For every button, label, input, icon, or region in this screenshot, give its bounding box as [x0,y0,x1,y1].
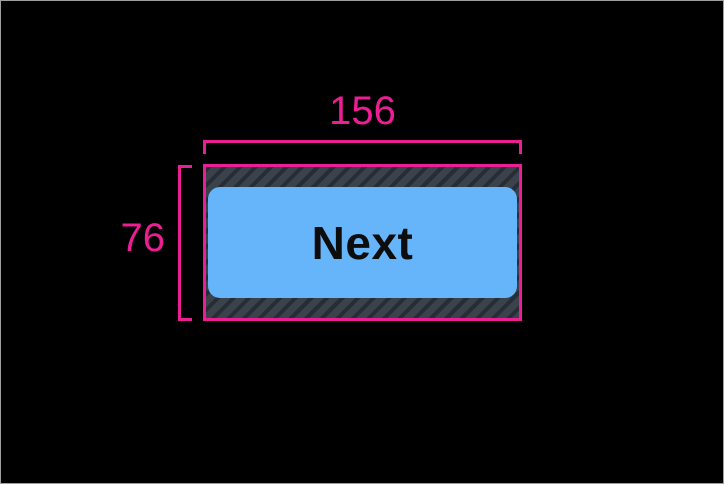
width-measurement-bracket [203,140,522,154]
height-measurement-bracket [178,165,192,321]
widget-bounds-highlight-with-padding-hatch: Next [203,164,522,321]
next-button[interactable]: Next [208,187,517,298]
height-dimension-label: 76 [120,216,166,260]
width-dimension-label: 156 [329,89,396,133]
